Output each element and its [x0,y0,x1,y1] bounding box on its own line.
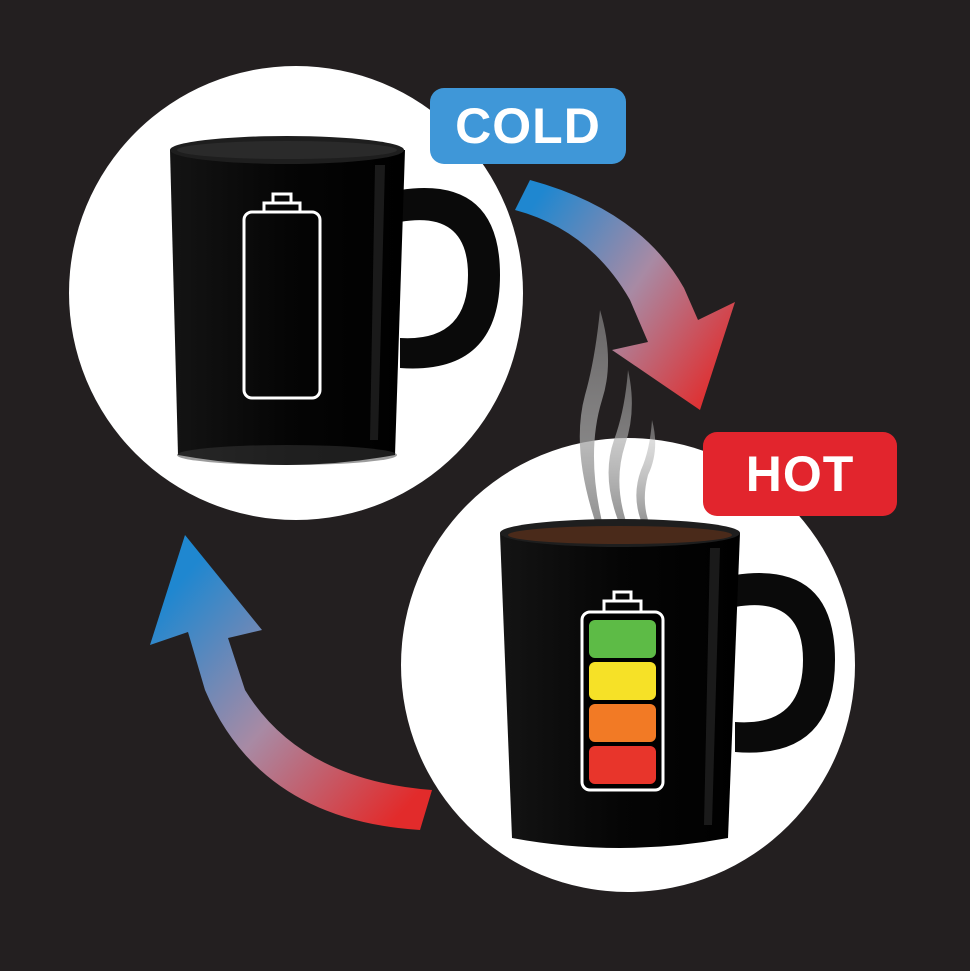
battery-cell-2 [589,704,656,742]
arrow-cold-to-hot [515,180,735,410]
cold-label: COLD [430,88,626,164]
cycle-arrow-icon [150,180,735,830]
battery-cell-3 [589,662,656,700]
arrow-hot-to-cold [150,535,432,830]
battery-full-icon [580,590,665,792]
battery-cell-4 [589,620,656,658]
hot-mug-icon [500,519,835,848]
steam-icon [579,310,656,530]
battery-cell-1 [589,746,656,784]
cold-mug-icon [170,136,500,465]
hot-label: HOT [703,432,897,516]
battery-empty-icon [242,192,322,400]
